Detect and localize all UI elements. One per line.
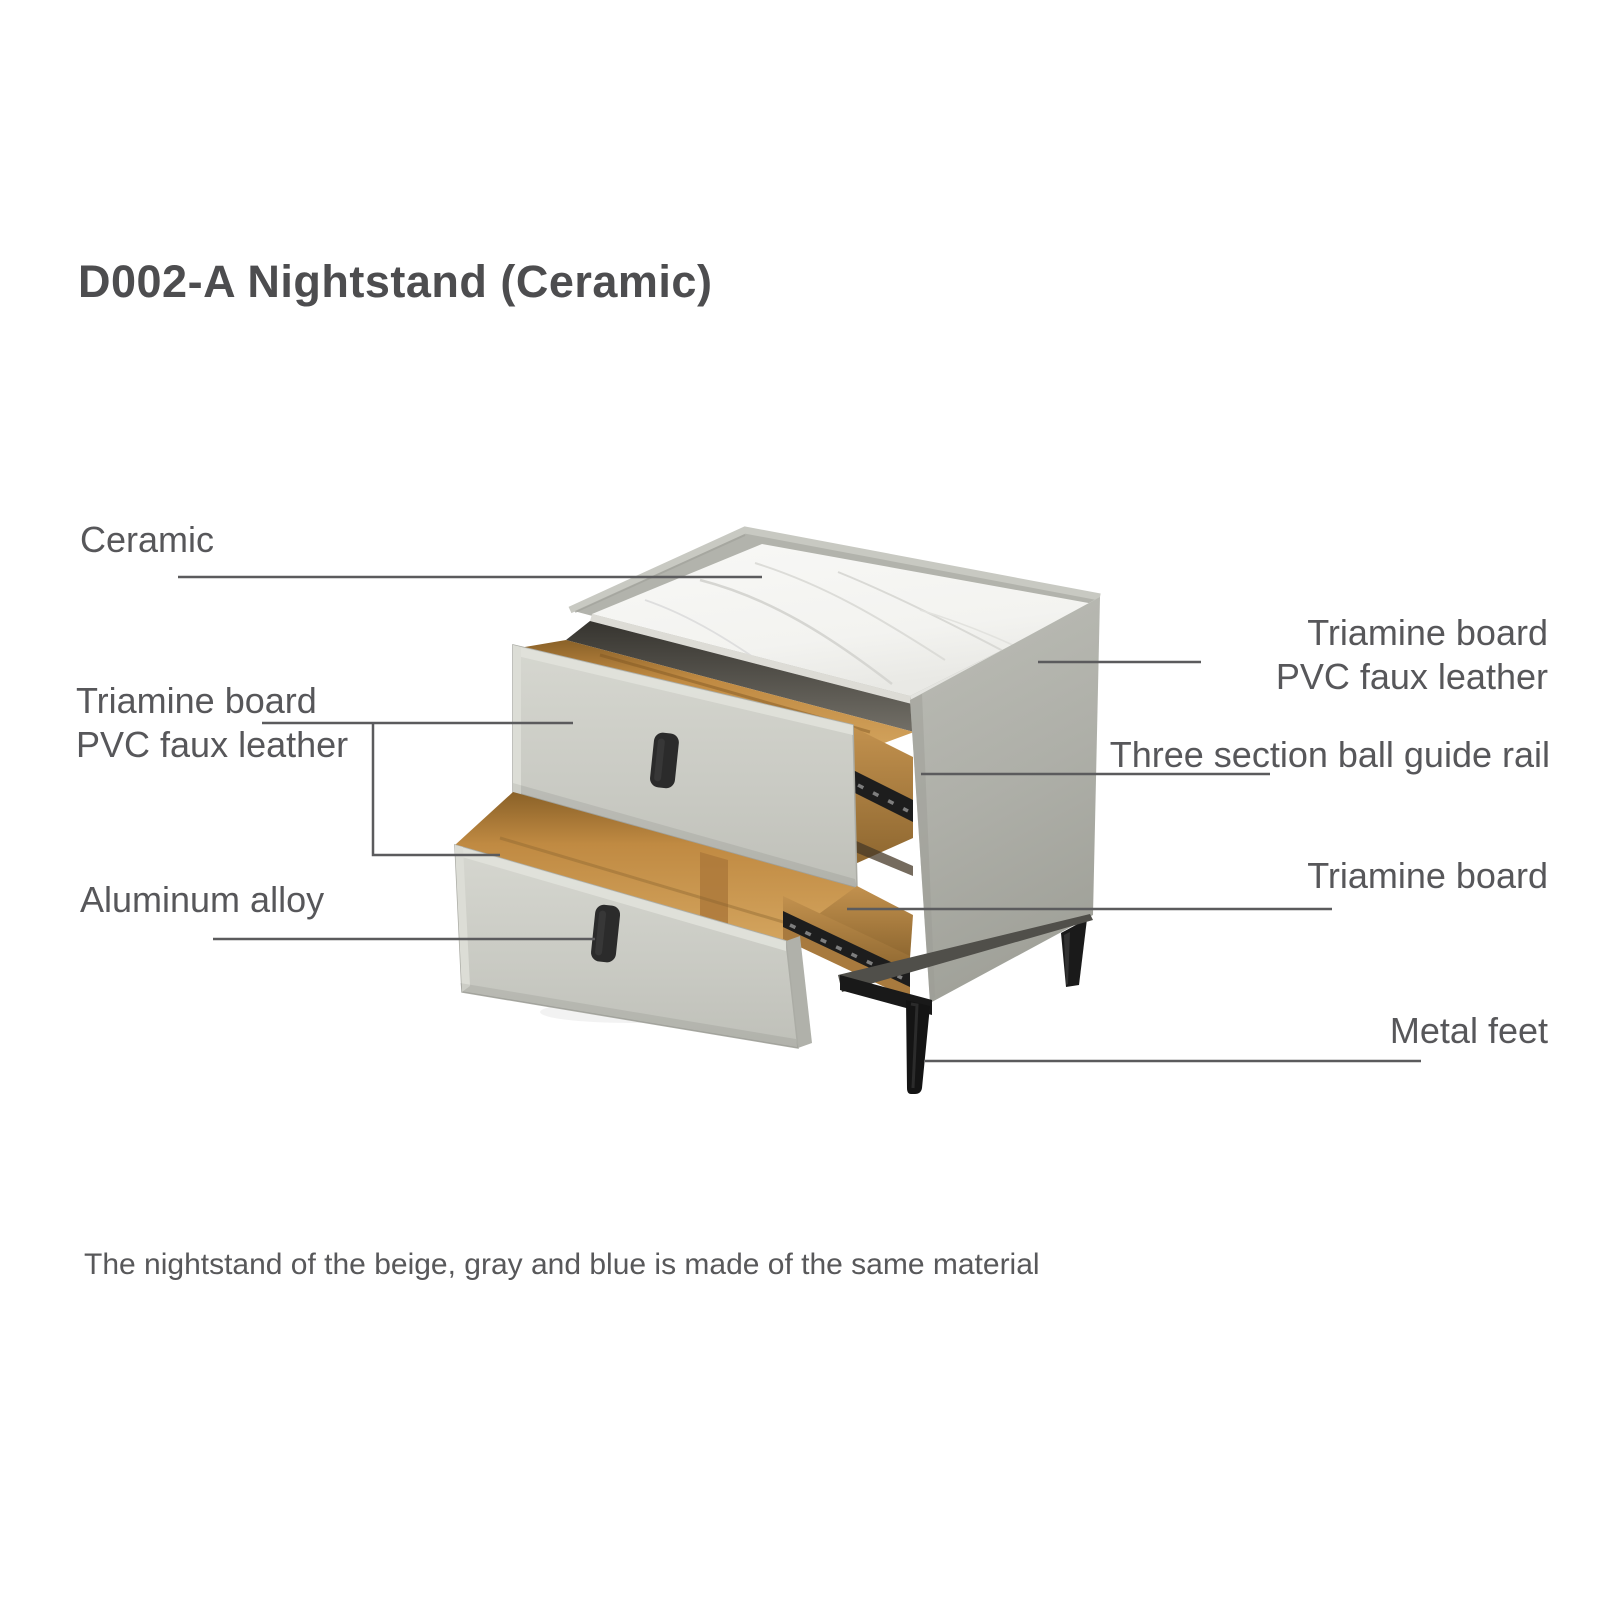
label-aluminum-alloy: Aluminum alloy [80,879,325,920]
label-triamine-pvc-left: Triamine board PVC faux leather [76,680,349,765]
cabinet-side-panel [910,597,1100,1003]
label-guide-rail: Three section ball guide rail [1109,734,1550,775]
label-metal-feet: Metal feet [1389,1010,1548,1051]
metal-leg-front [906,1000,930,1094]
upper-drawer-handle [650,732,679,789]
label-triamine-pvc-right: Triamine board PVC faux leather [1275,612,1548,697]
cabinet-underside [838,914,1093,992]
lower-drawer-handle [591,904,621,963]
leader-triamine-left [262,721,573,857]
leader-lines [178,575,1421,1063]
lower-drawer [454,843,812,1049]
label-ceramic: Ceramic [80,519,215,560]
page-title: D002-A Nightstand (Ceramic) [78,256,713,307]
drawer-rail-upper [853,727,913,876]
upper-drawer [512,644,858,889]
label-triamine-board: Triamine board [1307,855,1548,896]
metal-leg-rear [1061,919,1087,987]
material-note: The nightstand of the beige, gray and bl… [84,1248,1040,1281]
